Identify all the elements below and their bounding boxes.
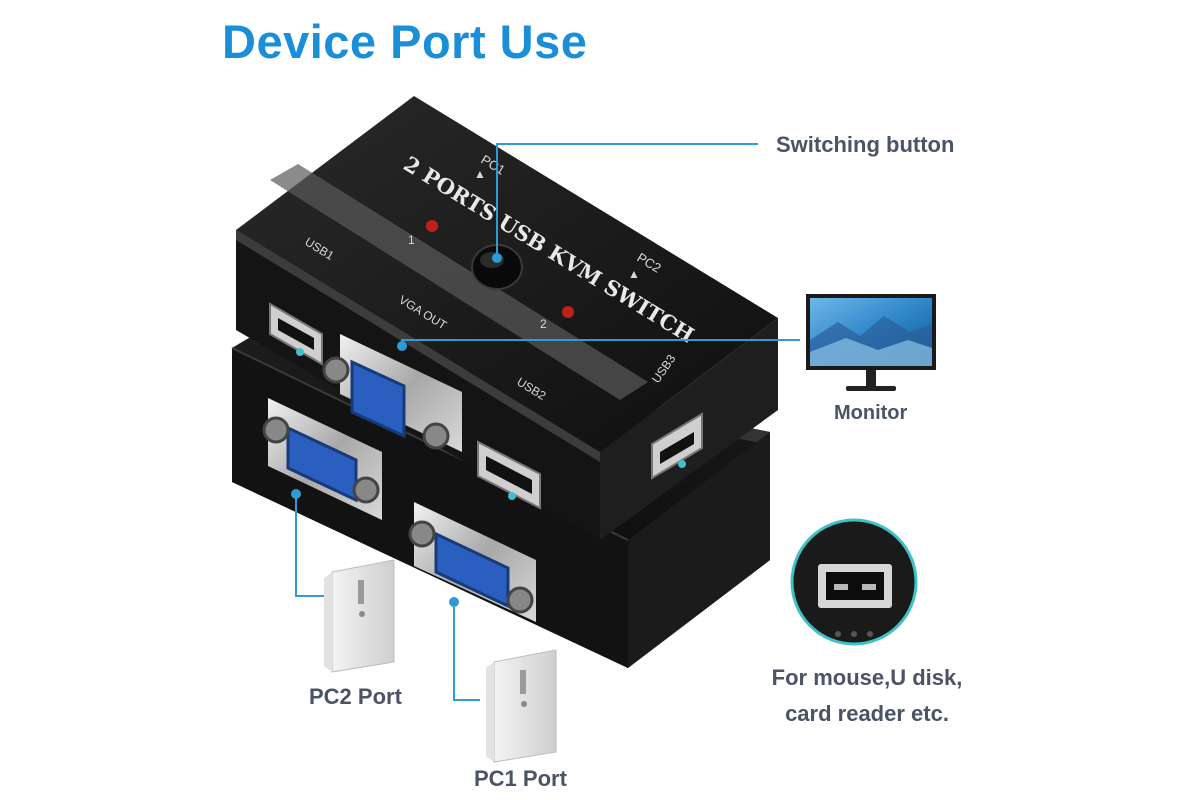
vga-port-pc1 xyxy=(408,502,536,622)
pc1-port-callout: PC1 Port xyxy=(474,766,567,791)
callout-dot-vga-out-icon xyxy=(397,341,407,351)
usb-port-zoom-icon xyxy=(790,518,918,646)
pc2-port-callout: PC2 Port xyxy=(309,684,402,709)
monitor-callout: Monitor xyxy=(834,402,908,424)
switching-button-callout: Switching button xyxy=(776,132,955,157)
usb2-port xyxy=(477,440,541,510)
callout-dot-switch-icon xyxy=(492,253,502,263)
pc-tower-icon xyxy=(324,559,395,673)
device-pc1-arrow: ▲ xyxy=(474,167,486,181)
device-led1-label: 1 xyxy=(408,233,415,247)
led-1-icon xyxy=(426,220,438,232)
usb2-indicator-icon xyxy=(508,492,516,500)
monitor-icon xyxy=(806,294,936,391)
led-2-icon xyxy=(562,306,574,318)
callout-dot-pc1-icon xyxy=(449,597,459,607)
page-title: Device Port Use xyxy=(222,15,588,68)
pc-tower-icon xyxy=(486,649,557,763)
usb-note-line1: For mouse,U disk, xyxy=(771,665,963,690)
usb1-port xyxy=(269,302,323,366)
callout-dot-pc2-icon xyxy=(291,489,301,499)
usb-note-line2: card reader etc. xyxy=(785,701,949,726)
usb3-port xyxy=(651,412,703,480)
usb3-indicator-icon xyxy=(678,460,686,468)
vga-port-pc2 xyxy=(262,398,382,520)
usb1-indicator-icon xyxy=(296,348,304,356)
device-led2-label: 2 xyxy=(540,317,547,331)
device-pc2-arrow: ▲ xyxy=(628,267,640,281)
usb-note-callout: For mouse,U disk, card reader etc. xyxy=(764,660,970,732)
vga-out-port xyxy=(322,334,462,452)
